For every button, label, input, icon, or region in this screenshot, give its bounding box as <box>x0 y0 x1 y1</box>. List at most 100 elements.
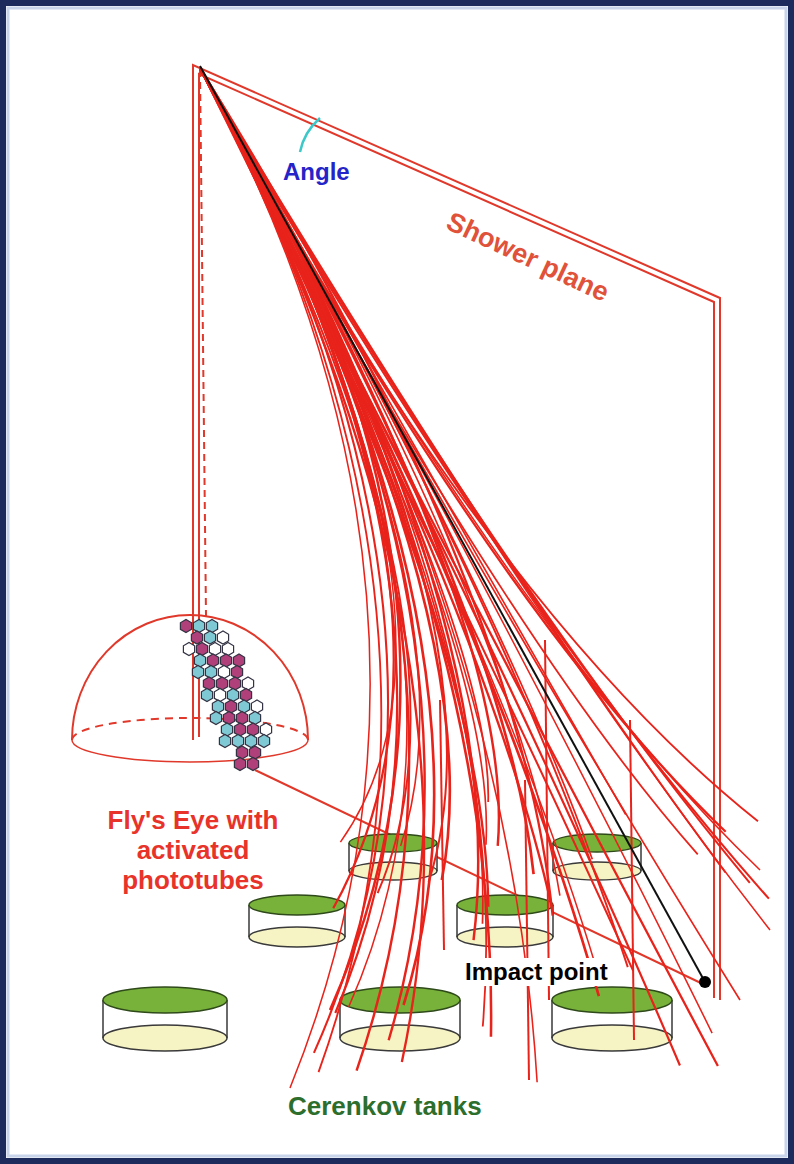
phototube <box>258 735 269 748</box>
phototube <box>249 746 260 759</box>
phototube <box>217 631 228 644</box>
phototube <box>220 654 231 667</box>
tank-top <box>552 987 672 1013</box>
plane-label: Shower plane <box>439 205 617 310</box>
tank-bottom <box>457 927 553 947</box>
tank-bottom <box>552 1025 672 1051</box>
shower-axis <box>200 66 705 982</box>
tanks-label: Cerenkov tanks <box>285 1092 485 1122</box>
phototube <box>260 723 271 736</box>
phototube <box>231 666 242 679</box>
particle-track <box>200 68 488 907</box>
tank-top <box>249 895 345 915</box>
phototube <box>242 677 253 690</box>
phototube <box>222 643 233 656</box>
phototube <box>191 631 202 644</box>
phototube <box>216 677 227 690</box>
particle-track <box>200 68 499 846</box>
particle-track <box>630 720 634 1040</box>
particle-track <box>200 68 698 854</box>
phototube <box>207 654 218 667</box>
particle-track <box>200 68 770 930</box>
dome-base-back <box>72 718 308 740</box>
dashed-sightline <box>200 70 206 616</box>
particle-track <box>200 68 388 1053</box>
phototubes <box>180 620 271 771</box>
dome-outline <box>72 615 308 740</box>
phototube <box>236 746 247 759</box>
particle-track <box>200 68 424 1062</box>
phototube <box>212 700 223 713</box>
particle-track <box>200 68 483 924</box>
particle-track <box>200 68 769 899</box>
phototube <box>204 631 215 644</box>
impact-label: Impact point <box>462 958 611 986</box>
phototube <box>234 723 245 736</box>
phototube <box>229 677 240 690</box>
tank-top <box>103 987 227 1013</box>
particle-track <box>200 68 552 907</box>
frame-inner <box>8 8 786 1156</box>
phototube <box>183 643 194 656</box>
phototube <box>233 654 244 667</box>
phototube <box>240 689 251 702</box>
particle-track <box>200 68 758 821</box>
phototube <box>205 666 216 679</box>
dome-base-front <box>72 740 308 762</box>
particle-track <box>200 68 409 1071</box>
phototube <box>201 689 212 702</box>
phototube <box>219 735 230 748</box>
phototube <box>192 666 203 679</box>
angle-arc <box>300 118 320 152</box>
tank-bottom <box>340 1025 460 1051</box>
particle-track <box>200 68 450 880</box>
phototube <box>206 620 217 633</box>
flys-eye-dome <box>72 615 308 762</box>
frame <box>3 3 791 1161</box>
phototube <box>203 677 214 690</box>
particle-track <box>200 68 740 1000</box>
tank-bottom <box>103 1025 227 1051</box>
particle-track <box>200 68 760 870</box>
phototube <box>209 643 220 656</box>
particle-track <box>200 68 718 1066</box>
tank <box>552 987 672 1051</box>
phototube <box>227 689 238 702</box>
phototube <box>221 723 232 736</box>
phototube <box>210 712 221 725</box>
angle-label: Angle <box>280 158 353 186</box>
phototube <box>214 689 225 702</box>
phototube <box>247 723 258 736</box>
particle-track <box>200 68 396 842</box>
tank <box>103 987 227 1051</box>
phototube <box>194 654 205 667</box>
particle-track <box>200 68 488 802</box>
tank <box>249 895 345 947</box>
tank-top <box>457 895 553 915</box>
phototube <box>234 758 245 771</box>
phototube <box>249 712 260 725</box>
phototube <box>236 712 247 725</box>
phototube <box>193 620 204 633</box>
tank <box>457 895 553 947</box>
particle-track <box>200 68 486 845</box>
particle-track <box>200 68 750 883</box>
particle-track <box>440 700 444 950</box>
tank-bottom <box>249 927 345 947</box>
particle-track <box>200 68 411 893</box>
detector-label: Fly's Eye with activated phototubes <box>68 806 318 896</box>
particle-track <box>200 68 599 996</box>
phototube <box>225 700 236 713</box>
phototube <box>196 643 207 656</box>
phototube <box>223 712 234 725</box>
phototube <box>238 700 249 713</box>
particle-track <box>525 780 529 1080</box>
particle-track <box>200 68 553 916</box>
phototube <box>251 700 262 713</box>
impact-point-dot <box>699 976 711 988</box>
phototube <box>218 666 229 679</box>
phototube <box>247 758 258 771</box>
phototube <box>180 620 191 633</box>
